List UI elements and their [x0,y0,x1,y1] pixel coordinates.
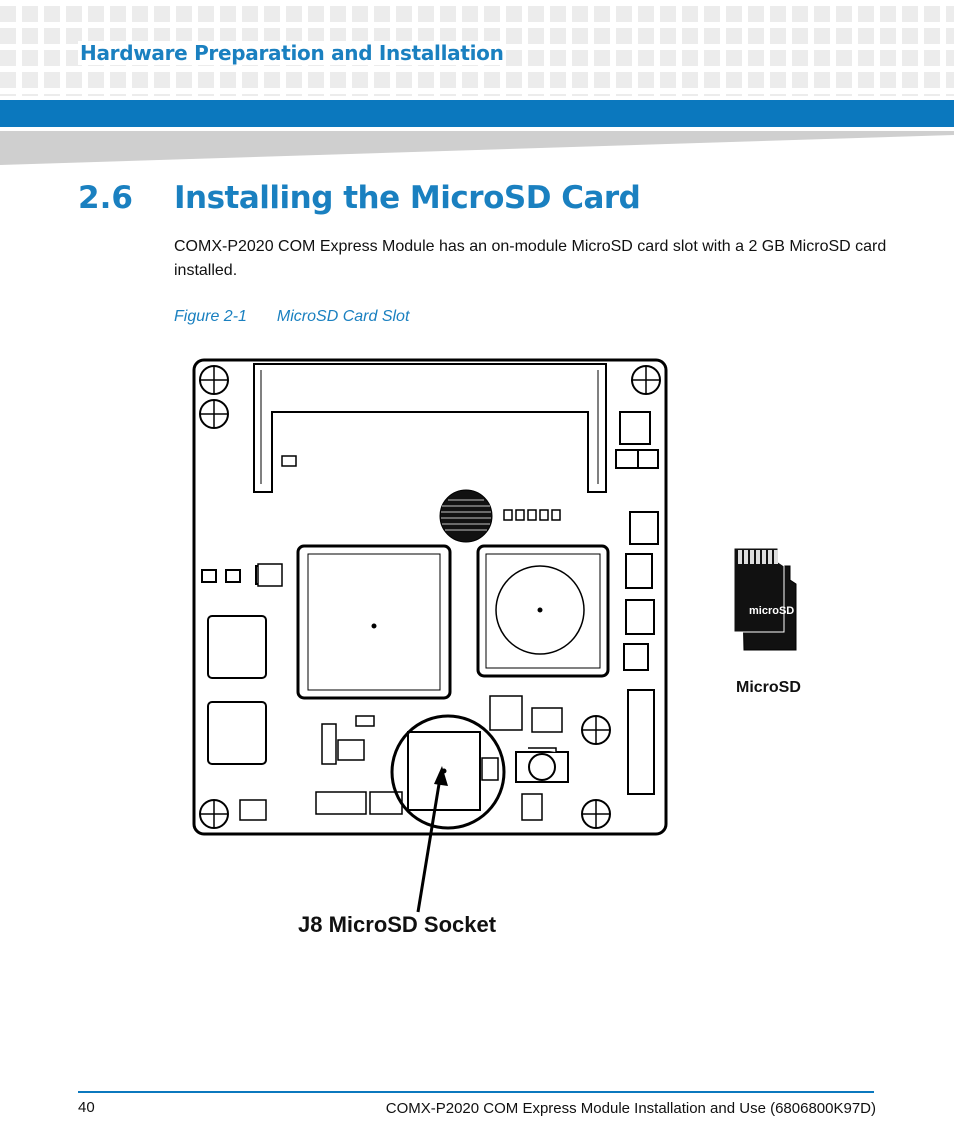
header-blue-band [0,100,954,127]
footer-rule [78,1091,874,1093]
header-grey-wedge [0,131,954,165]
section-title: Installing the MicroSD Card [174,180,641,216]
figure-label: Figure 2-1 [174,308,247,325]
mounting-holes [199,365,661,829]
top-connector [253,363,607,493]
speaker [439,489,493,543]
right-components [615,411,659,795]
figure-caption: Figure 2-1 MicroSD Card Slot [174,308,409,326]
microsd-card-label: microSD [749,605,794,617]
microsd-card-icon: microSD [733,547,797,651]
microsd-caption: MicroSD [736,679,801,696]
left-chips [201,565,279,765]
callout-arrow [416,766,448,913]
microsd-socket [407,731,499,811]
page-number: 40 [78,1099,95,1116]
board-diagram: J8 MicroSD Socket microSD MicroSD [192,358,801,937]
document-title: COMX-P2020 COM Express Module Installati… [385,1100,876,1117]
battery-holder [515,747,569,783]
section-body: COMX-P2020 COM Express Module has an on-… [174,238,887,279]
figure-caption-text: MicroSD Card Slot [276,308,410,325]
small-components [239,455,563,821]
chapter-title: Hardware Preparation and Installation [78,41,506,65]
callout-circle [390,714,506,830]
callout-label: J8 MicroSD Socket [298,912,497,937]
cpu-chip [296,544,452,700]
memory-chip [476,544,610,678]
section-number: 2.6 [78,180,133,216]
